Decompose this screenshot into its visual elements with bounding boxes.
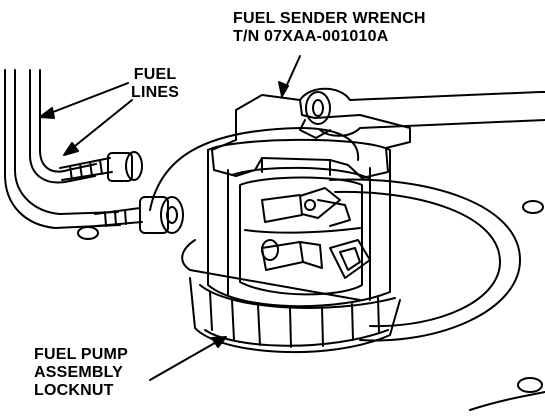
locknut (189, 277, 401, 354)
vent-hose (149, 127, 360, 211)
wrench-label-line2: T/N 07XAA-001010A (233, 28, 389, 45)
wrench-arrowhead (278, 81, 289, 97)
fuel-lines (4, 69, 184, 234)
fuel-lines-label-line1: FUEL (133, 66, 177, 83)
wrench-label: FUEL SENDER WRENCH T/N 07XAA-001010A (233, 10, 426, 46)
fuel-lines-label: FUEL LINES (131, 66, 179, 102)
leader-lines (39, 55, 301, 381)
fuel-lines-arrowhead-2 (63, 142, 79, 156)
fuel-lines-arrowhead-1 (39, 107, 55, 119)
wrench-label-line1: FUEL SENDER WRENCH (233, 10, 426, 27)
locknut-label: FUEL PUMP ASSEMBLY LOCKNUT (34, 346, 128, 400)
fuel-lines-label-line2: LINES (131, 84, 180, 101)
locknut-label-line2: ASSEMBLY (34, 364, 124, 381)
fuel-lines-leader-1 (47, 82, 129, 115)
fuel-lines-leader-2 (69, 99, 133, 151)
locknut-arrowhead (211, 336, 227, 348)
locknut-leader (149, 339, 221, 381)
locknut-label-line3: LOCKNUT (34, 382, 114, 399)
fuel-pump-body (207, 138, 391, 308)
locknut-label-line1: FUEL PUMP (34, 346, 128, 363)
fuel-sender-wrench (211, 87, 545, 179)
